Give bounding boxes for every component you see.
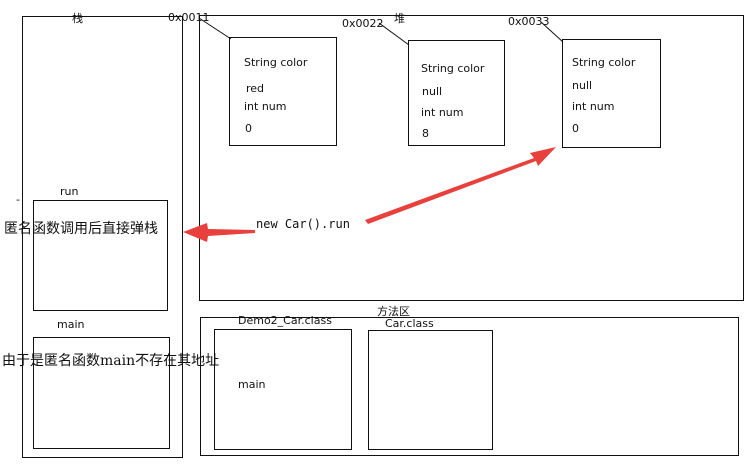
- heap-object-2-num-type: int num: [421, 106, 464, 119]
- heap-object-1-num-type: int num: [244, 100, 287, 113]
- heap-object-3: [562, 39, 661, 148]
- class-2-label: Car.class: [385, 317, 434, 330]
- heap-object-3-field-value: null: [572, 79, 593, 92]
- heap-object-2-address: 0x0022: [342, 17, 384, 30]
- heap-object-2: [408, 40, 505, 146]
- method-area-region: [200, 317, 739, 456]
- note-anon-no-address: 由于是匿名函数main不存在其地址: [2, 353, 220, 369]
- heap-object-1-address: 0x0011: [168, 11, 210, 24]
- heap-object-1-num-value: 0: [245, 122, 252, 135]
- main-frame: [33, 337, 170, 449]
- heap-region: [199, 15, 744, 301]
- dash-mark: -: [16, 193, 20, 206]
- stack-title: 栈: [72, 12, 83, 25]
- class-1-label: Demo2_Car.class: [238, 314, 332, 327]
- heap-object-3-num-type: int num: [572, 100, 615, 113]
- run-frame: [33, 200, 168, 311]
- heap-object-1-field-value: red: [246, 82, 265, 95]
- heap-object-2-field-type: String color: [421, 62, 485, 75]
- heap-object-3-address: 0x0033: [508, 15, 550, 28]
- heap-object-2-num-value: 8: [422, 127, 429, 140]
- code-new-car-run: new Car().run: [256, 217, 350, 231]
- heap-object-3-num-value: 0: [572, 122, 579, 135]
- method-area-title: 方法区: [377, 305, 410, 318]
- stack-region: [22, 16, 183, 458]
- class-1-box: [214, 329, 352, 450]
- run-frame-label: run: [60, 185, 79, 198]
- heap-object-3-field-type: String color: [572, 56, 636, 69]
- note-anon-pop: 匿名函数调用后直接弹栈: [4, 221, 158, 237]
- class-1-member: main: [238, 378, 266, 391]
- heap-object-1-field-type: String color: [244, 56, 308, 69]
- class-2-box: [368, 330, 493, 450]
- heap-title: 堆: [394, 12, 405, 25]
- heap-object-2-field-value: null: [422, 85, 443, 98]
- main-frame-label: main: [57, 318, 85, 331]
- heap-object-1: [229, 37, 337, 146]
